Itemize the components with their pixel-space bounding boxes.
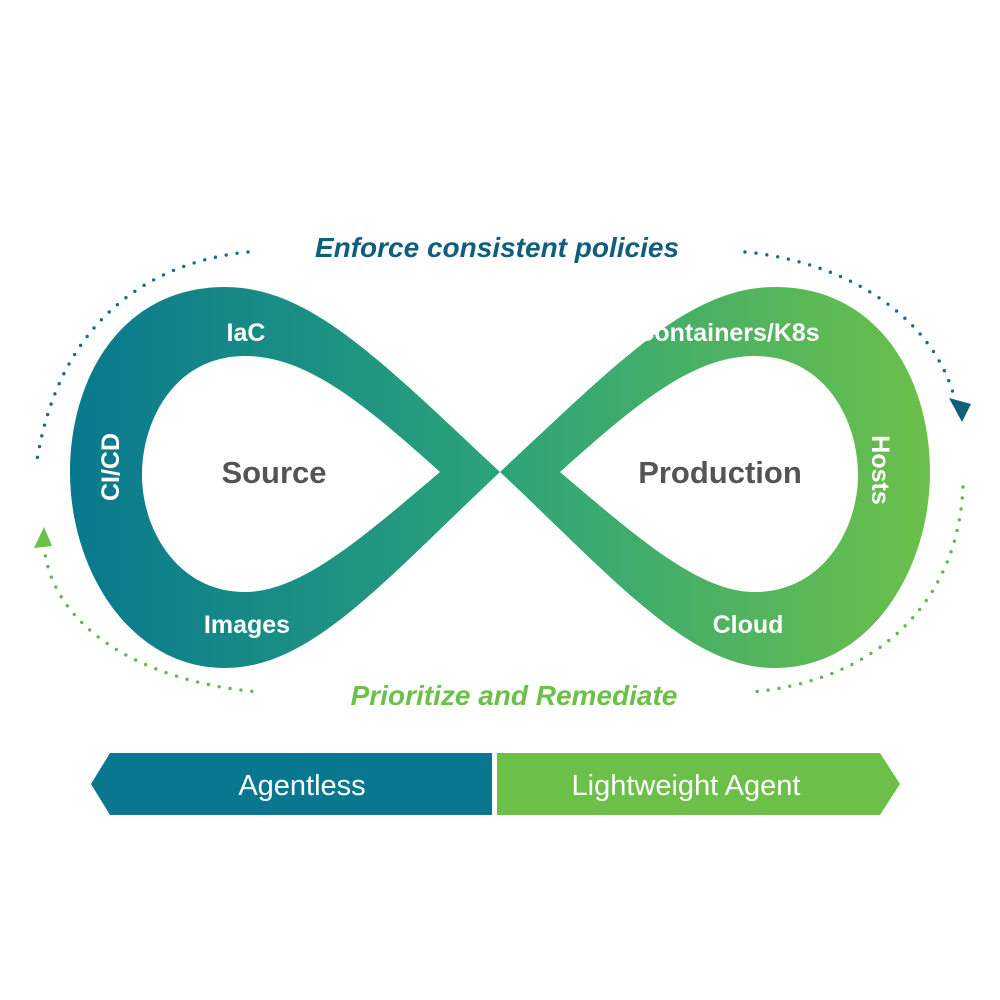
bottom-title: Prioritize and Remediate — [351, 680, 678, 711]
lightweight-agent-band — [497, 753, 900, 815]
source-label: Source — [221, 455, 326, 490]
iac-label: IaC — [227, 319, 266, 347]
hosts-label: Hosts — [866, 435, 894, 504]
arrow-head-bottom-left-icon — [34, 527, 52, 548]
top-right-dotted-arc — [743, 250, 957, 402]
cloud-label: Cloud — [713, 611, 784, 639]
bottom-right-dotted-arc — [750, 485, 965, 694]
lightweight-agent-label: Lightweight Agent — [572, 770, 801, 802]
agentless-label: Agentless — [238, 770, 365, 802]
infinity-loop — [70, 287, 930, 668]
top-title: Enforce consistent policies — [315, 232, 679, 263]
arrow-head-top-right-icon — [949, 398, 971, 422]
containers-label: Containers/K8s — [636, 319, 819, 347]
cicd-label: CI/CD — [97, 433, 125, 501]
production-label: Production — [638, 455, 802, 490]
agentless-band — [91, 753, 492, 815]
images-label: Images — [204, 611, 290, 639]
agent-band: Agentless Lightweight Agent — [91, 753, 900, 815]
dotted-arcs — [34, 250, 971, 694]
